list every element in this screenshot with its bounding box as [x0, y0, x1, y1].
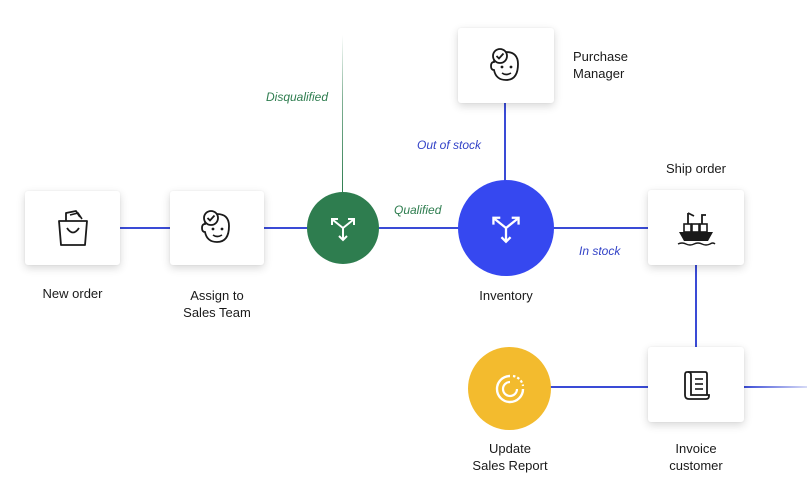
- ship-order-node[interactable]: [648, 190, 744, 265]
- ship-order-label: Ship order: [666, 161, 726, 176]
- receipt-icon: [684, 370, 710, 400]
- connector-new-order-assign: [120, 227, 170, 229]
- assign-label-line2: Sales Team: [183, 305, 251, 320]
- purchase-manager-label: Purchase Manager: [573, 48, 673, 82]
- connector-ship-invoice: [695, 265, 697, 347]
- assign-sales-team-node[interactable]: [170, 191, 264, 265]
- assign-label-line1: Assign to: [190, 288, 244, 303]
- connector-assign-router: [264, 227, 310, 229]
- edge-label-in-stock: In stock: [579, 244, 621, 258]
- connector-report-invoice: [548, 386, 650, 388]
- invoice-customer-node[interactable]: [648, 347, 744, 422]
- report-label-line1: Update: [489, 441, 531, 456]
- new-order-label: New order: [42, 286, 103, 301]
- edge-label-disqualified: Disqualified: [266, 90, 329, 104]
- qualification-router-node[interactable]: [307, 192, 379, 264]
- new-order-node[interactable]: [25, 191, 120, 265]
- invoice-customer-label: Invoice customer: [646, 440, 746, 474]
- edge-label-qualified: Qualified: [394, 203, 442, 217]
- report-label-line2: Sales Report: [472, 458, 548, 473]
- purchase-label-line2: Manager: [573, 66, 625, 81]
- connector-router-inventory: [378, 227, 460, 229]
- assign-sales-team-label: Assign to Sales Team: [160, 287, 274, 321]
- update-sales-report-label: Update Sales Report: [455, 440, 565, 474]
- pie-chart-icon: [495, 374, 524, 403]
- edge-label-out-of-stock: Out of stock: [417, 138, 482, 152]
- purchase-label-line1: Purchase: [573, 49, 628, 64]
- person-check-icon: [490, 47, 519, 81]
- person-check-icon: [201, 210, 230, 243]
- purchase-manager-node[interactable]: [458, 28, 554, 103]
- split-arrows-icon: [492, 216, 520, 244]
- shopping-bag-icon: [57, 210, 88, 246]
- split-arrows-icon: [331, 218, 355, 242]
- connector-inventory-ship: [552, 227, 650, 229]
- connector-invoice-out: [744, 386, 807, 388]
- invoice-label-line2: customer: [669, 458, 723, 473]
- inventory-label: Inventory: [479, 288, 533, 303]
- update-sales-report-node[interactable]: [468, 347, 551, 430]
- connector-disqualified: [342, 35, 343, 193]
- invoice-label-line1: Invoice: [675, 441, 717, 456]
- connector-inventory-purchase: [504, 103, 506, 183]
- inventory-node[interactable]: [458, 180, 554, 276]
- cargo-ship-icon: [677, 211, 716, 246]
